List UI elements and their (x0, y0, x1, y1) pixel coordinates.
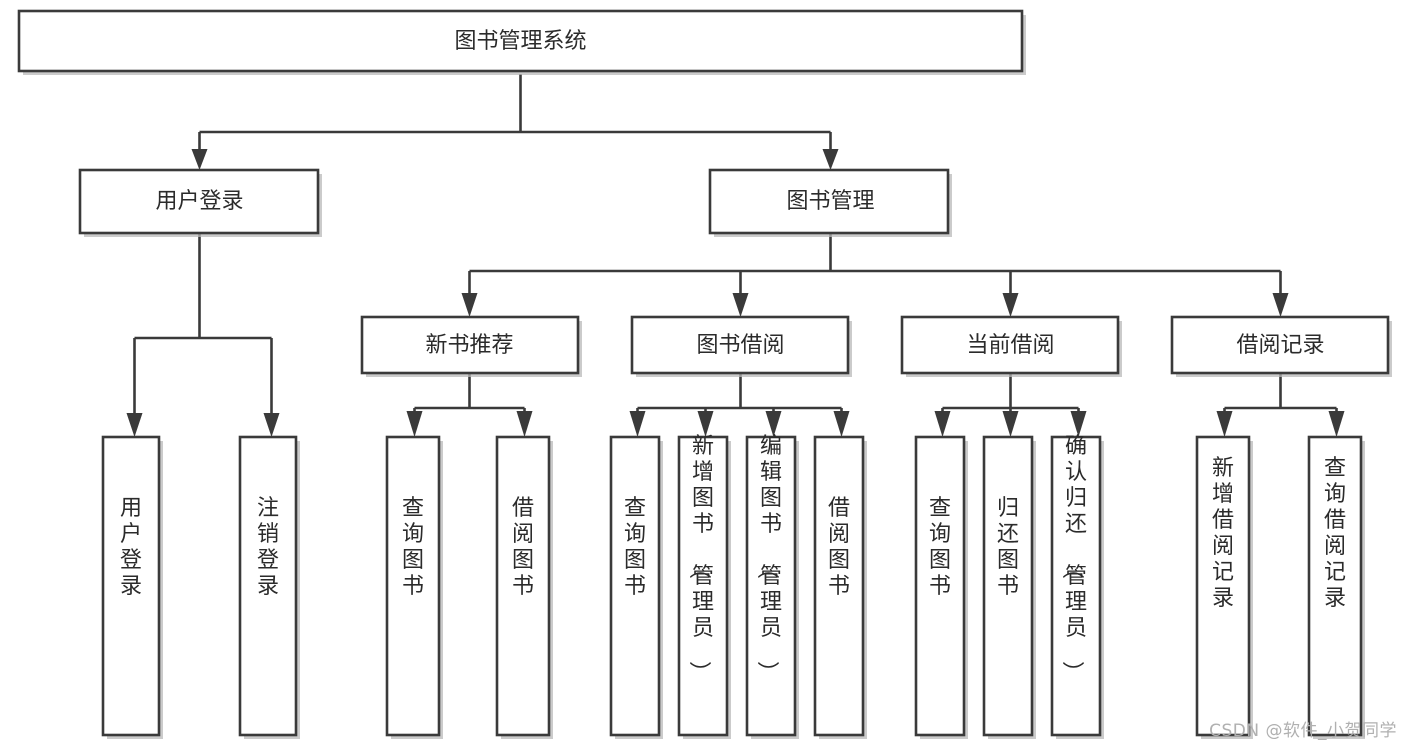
node-leaf-query-borrow-record[interactable]: 查询借阅记录 (1307, 435, 1365, 739)
arrowhead-leaf-edit-book-admin (765, 411, 782, 437)
connectors-group (126, 74, 1345, 437)
leaf-query-book-current-label: 查询图书 (929, 496, 951, 599)
current-borrow-label: 当前借阅 (966, 333, 1054, 358)
leaf-edit-book-admin-box[interactable] (745, 435, 797, 737)
arrowhead-user-login (191, 149, 208, 170)
leaf-query-borrow-record-box[interactable] (1307, 435, 1363, 737)
arrowhead-book-management (822, 149, 839, 170)
leaf-add-borrow-record-label: 新增借阅记录 (1212, 456, 1234, 611)
leaf-borrow-book-recommend-box[interactable] (495, 435, 551, 737)
arrowhead-leaf-borrow-book (833, 411, 850, 437)
arrowhead-leaf-confirm-return-admin (1070, 411, 1087, 437)
node-leaf-query-book-current[interactable]: 查询图书 (914, 435, 968, 739)
node-leaf-add-borrow-record[interactable]: 新增借阅记录 (1195, 435, 1253, 739)
node-leaf-edit-book-admin[interactable]: 编辑图书（管理员） (745, 434, 799, 739)
leaf-borrow-book-recommend-label: 借阅图书 (512, 496, 534, 599)
leaf-edit-book-admin-label: 编辑图书（管理员） (754, 434, 782, 683)
leaf-add-book-admin-label: 新增图书（管理员） (686, 434, 714, 683)
node-leaf-borrow-book-recommend[interactable]: 借阅图书 (495, 435, 553, 739)
node-new-book-recommend[interactable]: 新书推荐 (360, 315, 582, 377)
arrowhead-leaf-add-book-admin (697, 411, 714, 437)
arrowhead-leaf-user-login (126, 413, 143, 437)
leaf-logout-login-box[interactable] (238, 435, 298, 737)
leaf-return-book-label: 归还图书 (997, 496, 1019, 599)
node-leaf-confirm-return-admin[interactable]: 确认归还（管理员） (1050, 434, 1104, 739)
leaf-add-book-admin-box[interactable] (677, 435, 729, 737)
user-login-box[interactable] (78, 168, 320, 235)
arrowhead-leaf-logout-login (263, 413, 280, 437)
arrowhead-book-borrow (732, 293, 749, 317)
leaf-borrow-book-box[interactable] (813, 435, 865, 737)
arrowhead-leaf-query-book-borrow (629, 411, 646, 437)
arrowhead-leaf-query-borrow-record (1328, 411, 1345, 437)
root-box[interactable] (17, 9, 1024, 73)
book-management-box[interactable] (708, 168, 950, 235)
leaf-logout-login-label: 注销登录 (257, 496, 279, 599)
arrowhead-current-borrow (1002, 293, 1019, 317)
leaf-borrow-book-label: 借阅图书 (828, 496, 850, 599)
leaf-confirm-return-admin-box[interactable] (1050, 435, 1102, 737)
leaf-add-borrow-record-box[interactable] (1195, 435, 1251, 737)
leaf-query-borrow-record-label: 查询借阅记录 (1324, 456, 1346, 611)
arrowhead-borrow-records (1272, 293, 1289, 317)
new-book-recommend-label: 新书推荐 (425, 333, 513, 358)
book-borrow-label: 图书借阅 (696, 333, 784, 358)
node-user-login[interactable]: 用户登录 (78, 168, 322, 237)
node-borrow-records[interactable]: 借阅记录 (1170, 315, 1392, 377)
node-leaf-query-book-recommend[interactable]: 查询图书 (385, 435, 443, 739)
new-book-recommend-box[interactable] (360, 315, 580, 375)
book-management-label: 图书管理 (786, 189, 874, 214)
node-book-borrow[interactable]: 图书借阅 (630, 315, 852, 377)
node-leaf-borrow-book[interactable]: 借阅图书 (813, 435, 867, 739)
node-leaf-return-book[interactable]: 归还图书 (982, 435, 1036, 739)
leaf-query-book-recommend-label: 查询图书 (402, 496, 424, 599)
leaf-query-book-borrow-box[interactable] (609, 435, 661, 737)
node-leaf-user-login[interactable]: 用户登录 (101, 435, 163, 739)
arrowhead-leaf-query-book-current (934, 411, 951, 437)
node-current-borrow[interactable]: 当前借阅 (900, 315, 1122, 377)
borrow-records-box[interactable] (1170, 315, 1390, 375)
leaf-user-login-label: 用户登录 (120, 496, 142, 599)
leaf-query-book-borrow-label: 查询图书 (624, 496, 646, 599)
node-leaf-query-book-borrow[interactable]: 查询图书 (609, 435, 663, 739)
root-label: 图书管理系统 (454, 29, 586, 54)
borrow-records-label: 借阅记录 (1236, 333, 1324, 358)
node-leaf-add-book-admin[interactable]: 新增图书（管理员） (677, 434, 731, 739)
leaf-user-login-box[interactable] (101, 435, 161, 737)
csdn-watermark: CSDN @软件_小贺同学 (1209, 721, 1397, 741)
user-login-label: 用户登录 (155, 189, 243, 214)
node-book-management[interactable]: 图书管理 (708, 168, 952, 237)
leaf-query-book-recommend-box[interactable] (385, 435, 441, 737)
leaf-return-book-box[interactable] (982, 435, 1034, 737)
arrowhead-leaf-return-book (1002, 411, 1019, 437)
node-leaf-logout-login[interactable]: 注销登录 (238, 435, 300, 739)
arrowhead-new-book-recommend (461, 293, 478, 317)
node-root[interactable]: 图书管理系统 (17, 9, 1026, 75)
arrowhead-leaf-add-borrow-record (1216, 411, 1233, 437)
book-borrow-box[interactable] (630, 315, 850, 375)
current-borrow-box[interactable] (900, 315, 1120, 375)
leaf-query-book-current-box[interactable] (914, 435, 966, 737)
arrowhead-leaf-borrow-book-recommend (516, 411, 533, 437)
leaf-confirm-return-admin-label: 确认归还（管理员） (1059, 434, 1087, 683)
arrowhead-leaf-query-book-recommend (406, 411, 423, 437)
